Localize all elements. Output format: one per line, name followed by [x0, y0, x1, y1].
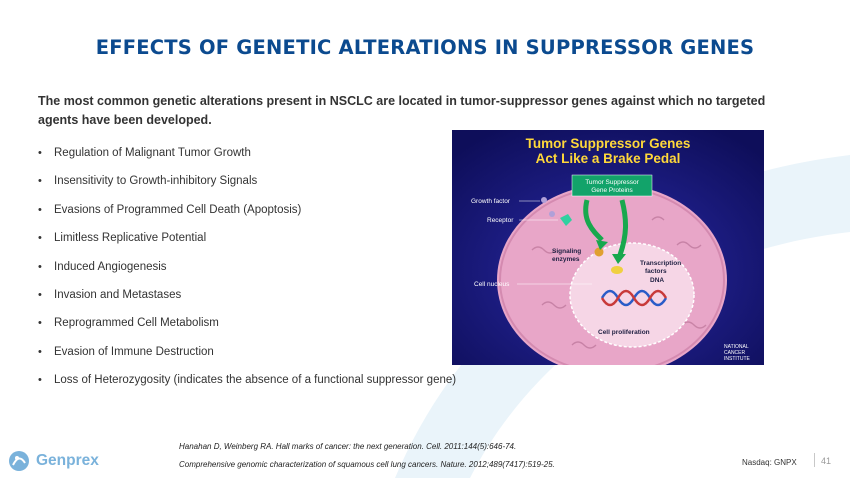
- svg-text:INSTITUTE: INSTITUTE: [724, 356, 750, 362]
- bullet-icon: •: [38, 203, 42, 216]
- hallmarks-list: •Regulation of Malignant Tumor Growth •I…: [38, 145, 456, 401]
- list-item: •Induced Angiogenesis: [38, 259, 456, 287]
- label-cell-nucleus: Cell nucleus: [474, 281, 510, 288]
- nasdaq-ticker: Nasdaq: GNPX: [742, 458, 797, 467]
- bullet-icon: •: [38, 374, 42, 387]
- list-item: •Insensitivity to Growth-inhibitory Sign…: [38, 173, 456, 201]
- list-item: •Reprogrammed Cell Metabolism: [38, 315, 456, 343]
- signaling-enzyme: [594, 247, 604, 257]
- list-item: •Invasion and Metastases: [38, 287, 456, 315]
- bullet-icon: •: [38, 260, 42, 273]
- footer-divider: [814, 453, 815, 467]
- page-number: 41: [821, 456, 832, 466]
- bullet-icon: •: [38, 147, 42, 159]
- label-receptor: Receptor: [487, 217, 514, 224]
- bullet-icon: •: [38, 345, 42, 358]
- dna-helix: [600, 289, 668, 307]
- brake-arrows: [583, 199, 628, 256]
- organelles: [531, 216, 707, 349]
- references: Hanahan D, Weinberg RA. Hall marks of ca…: [179, 438, 555, 474]
- label-signaling-1: Signaling: [552, 248, 581, 255]
- tumor-suppressor-figure: Tumor Suppressor Gene Proteins Tumor Sup…: [452, 130, 764, 365]
- box-label-2: Gene Proteins: [591, 187, 633, 194]
- list-item: •Regulation of Malignant Tumor Growth: [38, 145, 456, 173]
- svg-text:CANCER: CANCER: [724, 350, 746, 356]
- bullet-icon: •: [38, 288, 42, 301]
- logo-text: Genprex: [36, 452, 99, 469]
- label-growth-factor: Growth factor: [471, 198, 511, 205]
- label-transcription-2: factors: [645, 268, 667, 275]
- genprex-logo-icon: [9, 451, 29, 471]
- receptor: [560, 214, 572, 226]
- transcription-factor: [611, 266, 623, 274]
- slide-title: EFFECTS OF GENETIC ALTERATIONS IN SUPPRE…: [95, 36, 755, 59]
- label-cell-proliferation: Cell proliferation: [598, 329, 650, 336]
- bullet-icon: •: [38, 175, 42, 188]
- figure-title-1: Tumor Suppressor Genes: [526, 136, 691, 151]
- figure-title-2: Act Like a Brake Pedal: [536, 151, 681, 166]
- bullet-icon: •: [38, 232, 42, 245]
- label-dna: DNA: [650, 277, 664, 284]
- list-item: •Limitless Replicative Potential: [38, 230, 456, 258]
- label-transcription-1: Transcription: [640, 260, 681, 267]
- box-label-1: Tumor Suppressor: [585, 179, 639, 186]
- list-item: •Evasions of Programmed Cell Death (Apop…: [38, 202, 456, 230]
- suppressor-protein-box: [571, 174, 653, 197]
- intro-text: The most common genetic alterations pres…: [38, 94, 766, 127]
- list-item: •Loss of Heterozygosity (indicates the a…: [38, 372, 456, 400]
- genprex-logo: Genprex: [8, 450, 99, 472]
- reference-1: Hanahan D, Weinberg RA. Hall marks of ca…: [179, 442, 517, 451]
- bullet-icon: •: [38, 317, 42, 330]
- reference-2: Comprehensive genomic characterization o…: [179, 460, 555, 469]
- growth-factor: [549, 211, 555, 217]
- list-item: •Evasion of Immune Destruction: [38, 344, 456, 372]
- label-signaling-2: enzymes: [552, 256, 580, 263]
- svg-text:NATIONAL: NATIONAL: [724, 344, 749, 350]
- nci-logo: NATIONAL CANCER INSTITUTE: [724, 344, 750, 362]
